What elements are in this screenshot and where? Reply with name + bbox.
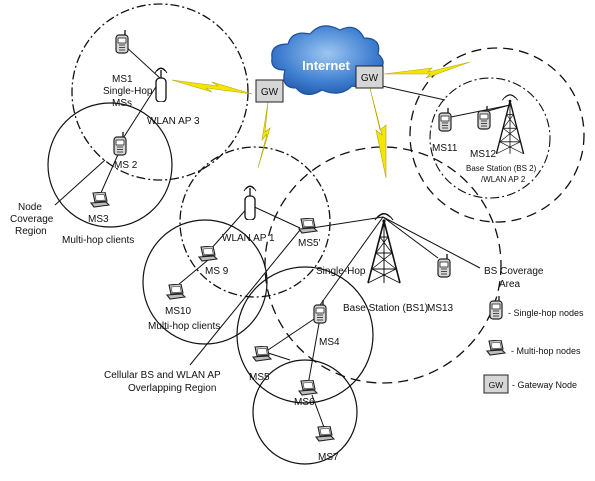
gateway-left: GW [255,79,284,103]
ms7-laptop-icon [315,426,335,442]
coverage-regions [47,3,585,465]
base-station-bs2-icon [495,93,525,155]
ms1-phone-icon [115,30,129,54]
legend-gateway-label: - Gateway Node [512,380,577,390]
ms2-phone-icon [113,132,127,156]
ap1-coverage-circle [179,146,331,298]
svg-text:GW: GW [489,380,504,390]
label-single-hop-top: Single-Hop [103,86,153,97]
label-ms9: MS 9 [205,266,229,277]
bs2-coverage-inner [429,77,551,199]
node-coverage-circle-ms6 [252,359,358,465]
label-mss: MSs [112,98,132,109]
label-ms11: MS11 [432,143,458,154]
ap3-coverage-circle [71,3,249,181]
internet-cloud: Internet [271,25,384,96]
legend-multi-hop-label: - Multi-hop nodes [511,346,581,356]
links [54,44,511,431]
ms10-laptop-icon [166,284,186,300]
lightning-gw-bs1 [369,87,387,179]
lightning-gw-ap1 [257,101,271,169]
node-coverage-circle-ms9 [142,219,268,345]
svg-text:GW: GW [361,73,379,84]
wlan-ap1-icon [243,185,257,220]
node-coverage-circle-ms4 [236,266,374,404]
ms11-phone-icon [438,108,452,132]
wlan-ap3-icon [154,67,168,102]
label-ms6: MS6 [294,397,315,408]
label-node-coverage-1: Node [18,202,42,213]
label-node-coverage-3: Region [15,226,47,237]
gateway-right: GW [355,65,384,89]
legend-single-hop-label: - Single-hop nodes [508,308,584,318]
ms9-laptop-icon [198,246,218,262]
label-ms3: MS3 [88,214,109,225]
ms6-laptop-icon [298,380,318,396]
label-bs-coverage-1: BS Coverage [484,266,544,277]
ms3-laptop-icon [90,192,110,208]
node-coverage-circle-ms2 [47,102,173,228]
ms4-phone-icon [313,300,327,324]
label-ms7: MS7 [318,452,339,463]
lightning-ap3-gw [171,79,253,95]
label-ms12: MS12 [470,149,497,160]
label-multihop-mid: Multi-hop clients [148,321,220,332]
ms13-phone-icon [437,254,451,278]
label-bs1: Base Station (BS1) [343,303,428,314]
label-overlap-1: Cellular BS and WLAN AP [104,370,221,381]
label-wlan-ap3: WLAN AP 3 [147,116,200,127]
lightning-gw-bs2 [383,61,471,79]
label-multihop-top: Multi-hop clients [62,235,134,246]
label-single-hop-mid: Single-Hop [316,266,366,277]
legend-gateway-box: GW [483,374,509,394]
svg-text:GW: GW [261,87,279,98]
label-bs2-line2: /WLAN AP 2 [481,175,526,184]
bs2-coverage-outer [409,47,585,223]
label-node-coverage-2: Coverage [10,214,54,225]
label-bs-coverage-2: Area [499,279,521,290]
label-ms10: MS10 [165,306,192,317]
internet-label: Internet [302,58,350,73]
label-ms5p: MS5' [298,238,321,249]
label-ms13: MS13 [427,303,454,314]
label-ms2: MS 2 [114,160,138,171]
label-bs2-line1: Base Station (BS 2) [466,164,537,173]
bs1-coverage-circle [264,146,502,384]
label-ms1: MS1 [112,74,133,85]
label-ms4: MS4 [319,337,340,348]
ms5-laptop-icon [252,346,272,362]
label-ms5: MS5 [249,372,270,383]
legend-laptop-icon [486,340,506,356]
labels: MS1 Single-Hop MSs WLAN AP 3 MS 2 Node C… [10,74,584,463]
wireless-links [171,61,471,179]
ms5p-laptop-icon [298,218,318,234]
label-overlap-2: Overlapping Region [128,383,216,394]
label-wlan-ap1: WLAN AP 1 [222,233,275,244]
